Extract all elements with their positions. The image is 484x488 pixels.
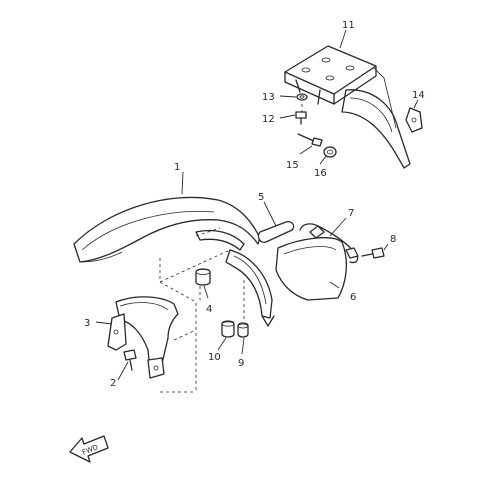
part-label-7: 7	[348, 208, 354, 219]
part-label-5: 5	[258, 192, 264, 203]
rear-fender	[341, 89, 411, 169]
part-label-6: 6	[350, 292, 356, 303]
spacer-4	[195, 268, 211, 286]
washer-13	[296, 93, 308, 101]
bolt-2	[123, 349, 137, 361]
nut-16	[323, 146, 337, 158]
clip-part	[405, 107, 423, 133]
front-fender	[73, 196, 261, 263]
part-label-15: 15	[286, 160, 299, 171]
forward-direction-arrow: FWD	[69, 435, 109, 463]
part-label-10: 10	[208, 352, 221, 363]
part-label-14: 14	[412, 90, 425, 101]
part-label-3: 3	[84, 318, 90, 329]
grommet-9	[237, 322, 249, 338]
part-label-16: 16	[314, 168, 327, 179]
fender-stay	[225, 249, 275, 327]
fender-bracket-3	[107, 296, 179, 379]
clamp-band-7	[299, 223, 359, 264]
part-label-2: 2	[110, 378, 116, 389]
part-label-11: 11	[342, 20, 355, 31]
part-label-12: 12	[262, 114, 275, 125]
collar-10	[221, 320, 235, 338]
part-label-8: 8	[390, 234, 396, 245]
rubber-cushion-5	[257, 220, 295, 243]
part-label-4: 4	[206, 304, 212, 315]
part-label-1: 1	[174, 162, 180, 173]
bolt-12	[295, 111, 307, 119]
part-number-labels: 1 2 3 4 5 6 7 8 9 10 11 12 13 14 15 16	[84, 20, 425, 389]
part-label-9: 9	[238, 358, 244, 369]
side-plate-6	[275, 237, 348, 301]
bolt-8	[371, 247, 385, 259]
part-label-13: 13	[262, 92, 275, 103]
assembly-guides	[159, 104, 303, 393]
rear-fender-assembly	[284, 45, 423, 169]
leader-lines	[95, 29, 419, 381]
